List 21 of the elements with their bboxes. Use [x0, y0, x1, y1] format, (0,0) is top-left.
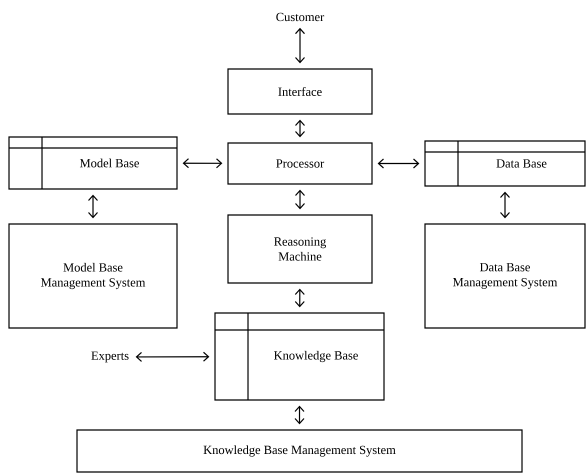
process-box: Data Base Management System [424, 223, 586, 329]
arrow [294, 288, 305, 308]
actor-label: Experts [91, 352, 129, 362]
arrow [378, 158, 420, 168]
arrow [182, 158, 222, 168]
arrow [295, 190, 305, 210]
arrow [294, 406, 304, 424]
actor-label: Customer [276, 12, 324, 22]
arrow [295, 28, 305, 64]
process-box: Reasoning Machine [227, 214, 373, 284]
arrow [88, 194, 98, 218]
data-store-box: Model Base [8, 136, 178, 190]
arrow [136, 352, 210, 362]
data-store-box: Knowledge Base [214, 312, 385, 401]
data-store-box: Data Base [424, 140, 586, 187]
process-box: Interface [227, 68, 373, 115]
arrow [295, 120, 305, 138]
arrow [500, 192, 510, 218]
process-box: Knowledge Base Management System [76, 429, 523, 473]
process-box: Processor [227, 142, 373, 185]
process-box: Model Base Management System [8, 223, 178, 329]
